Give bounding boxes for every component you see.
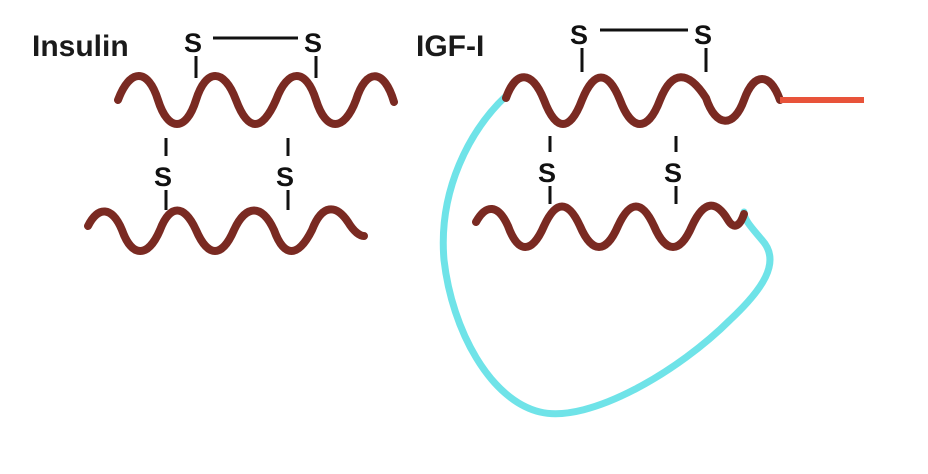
igf1-c-domain-loop (439, 92, 774, 418)
insulin-a-chain (114, 72, 398, 128)
insulin-label: Insulin (32, 30, 129, 63)
igf1-a-domain-chain (502, 73, 784, 128)
igf1-sulfur-top-right: S (694, 20, 712, 50)
insulin-sulfur-top-left: S (184, 28, 202, 58)
insulin-sulfur-mid-left: S (154, 162, 172, 192)
igf1-b-domain-chain (472, 201, 748, 251)
insulin-b-chain (84, 205, 368, 255)
insulin-sulfur-top-right: S (304, 28, 322, 58)
insulin-panel: Insulin S S S S (32, 28, 398, 255)
insulin-sulfur-mid-right: S (276, 162, 294, 192)
igf1-sulfur-mid-left: S (538, 158, 556, 188)
igf1-sulfur-mid-right: S (664, 158, 682, 188)
igf1-label: IGF-I (416, 30, 484, 63)
igf1-sulfur-top-left: S (570, 20, 588, 50)
igf1-panel: IGF-I S S S S (416, 20, 864, 418)
